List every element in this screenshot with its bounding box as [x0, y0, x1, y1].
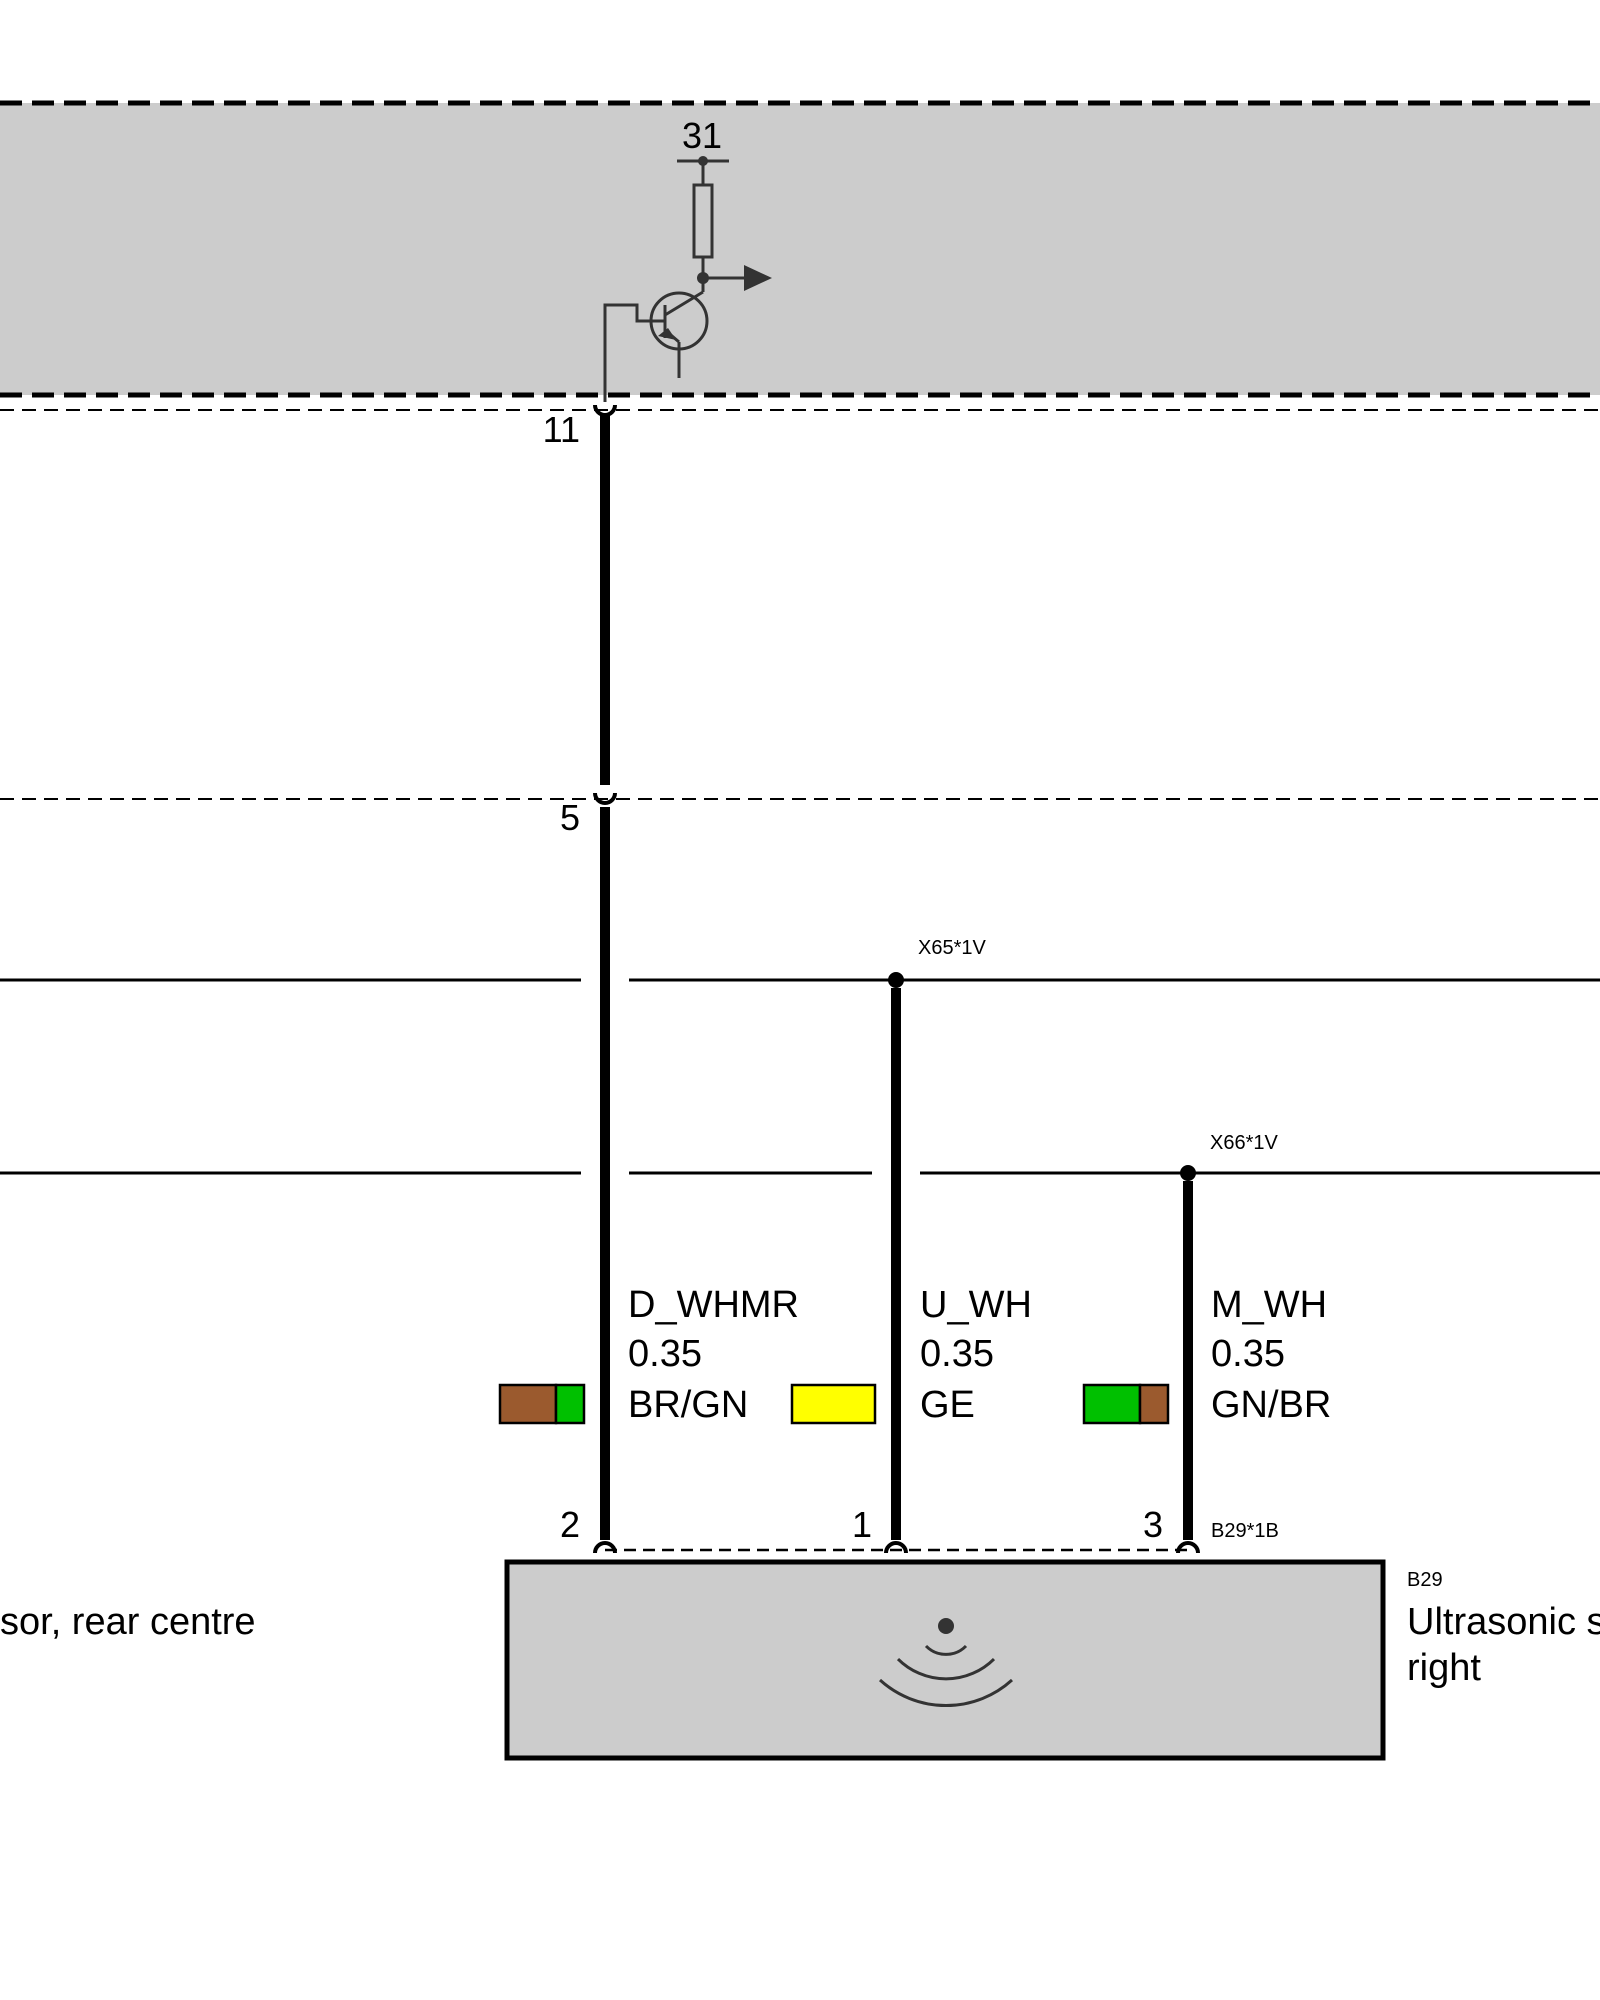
wire-color-swatch-green — [554, 1383, 586, 1425]
wire-gauge-label: 0.35 — [1211, 1333, 1285, 1375]
sensor-pin-1-terminal — [884, 1541, 908, 1554]
wire-color-swatch-brown — [498, 1383, 558, 1425]
ground-node — [698, 156, 708, 166]
wire-signal-label: M_WH — [1211, 1284, 1327, 1326]
wire-gauge-label: 0.35 — [628, 1333, 702, 1375]
wire-color-swatch-green — [1082, 1383, 1142, 1425]
left-sensor-label: sor, rear centre — [0, 1601, 256, 1643]
pin-5-terminal — [593, 792, 617, 805]
wire-d-whmr: 11 5 — [543, 404, 617, 1540]
sensor-pin-3-terminal — [1176, 1541, 1200, 1554]
wire-color-code-label: GE — [920, 1384, 975, 1426]
ultrasonic-wave-icon — [924, 1644, 968, 1656]
connector-pin-label: 5 — [560, 797, 580, 838]
wire-color-swatch-yellow — [790, 1383, 877, 1425]
control-module — [0, 100, 1600, 398]
ultrasonic-sensor: B29 Ultrasonic s right — [504, 1559, 1600, 1761]
sensor-pin-label: 1 — [852, 1504, 872, 1545]
sensor-pin-label: 3 — [1143, 1504, 1163, 1545]
bus-line-x65: X65*1V — [0, 937, 1600, 988]
ground-terminal-label: 31 — [682, 115, 722, 156]
emitter-arrow-icon — [658, 328, 676, 340]
wire-color-swatch-brown — [1138, 1383, 1170, 1425]
wire-label-1: D_WHMR 0.35 BR/GN — [498, 1284, 799, 1426]
ultrasonic-emitter-dot — [938, 1618, 954, 1634]
ultrasonic-wave-icon — [878, 1678, 1014, 1708]
ultrasonic-sensor-body — [504, 1559, 1386, 1761]
wire-signal-label: D_WHMR — [628, 1284, 799, 1326]
splice-x66-node — [1180, 1165, 1196, 1181]
splice-x65-node — [888, 972, 904, 988]
module-internal-circuit: 31 — [603, 115, 772, 402]
sensor-name-line1: Ultrasonic s — [1407, 1601, 1600, 1643]
wire-color-code-label: BR/GN — [628, 1384, 748, 1426]
sensor-name-line2: right — [1407, 1647, 1481, 1689]
sensor-id-label: B29 — [1407, 1569, 1443, 1591]
module-pin-label: 11 — [543, 409, 580, 450]
sensor-pin-label: 2 — [560, 1504, 580, 1545]
bus-line-x66: X66*1V — [0, 1132, 1600, 1181]
ultrasonic-wave-icon — [896, 1657, 996, 1681]
control-module-body — [0, 103, 1600, 395]
transistor-base-lead — [603, 303, 665, 402]
wire-signal-label: U_WH — [920, 1284, 1032, 1326]
output-arrow-icon — [744, 265, 772, 291]
sensor-connector-label: B29*1B — [1211, 1520, 1279, 1542]
splice-x65-label: X65*1V — [918, 937, 986, 959]
splice-x66-label: X66*1V — [1210, 1132, 1278, 1154]
wire-label-3: M_WH 0.35 GN/BR — [1082, 1284, 1331, 1426]
sensor-connector: 2 1 3 B29*1B — [560, 1504, 1279, 1554]
sensor-pin-2-terminal — [593, 1541, 617, 1554]
transistor-collector — [664, 290, 704, 317]
wire-color-code-label: GN/BR — [1211, 1384, 1331, 1426]
wire-gauge-label: 0.35 — [920, 1333, 994, 1375]
wire-label-2: U_WH 0.35 GE — [790, 1284, 1032, 1426]
